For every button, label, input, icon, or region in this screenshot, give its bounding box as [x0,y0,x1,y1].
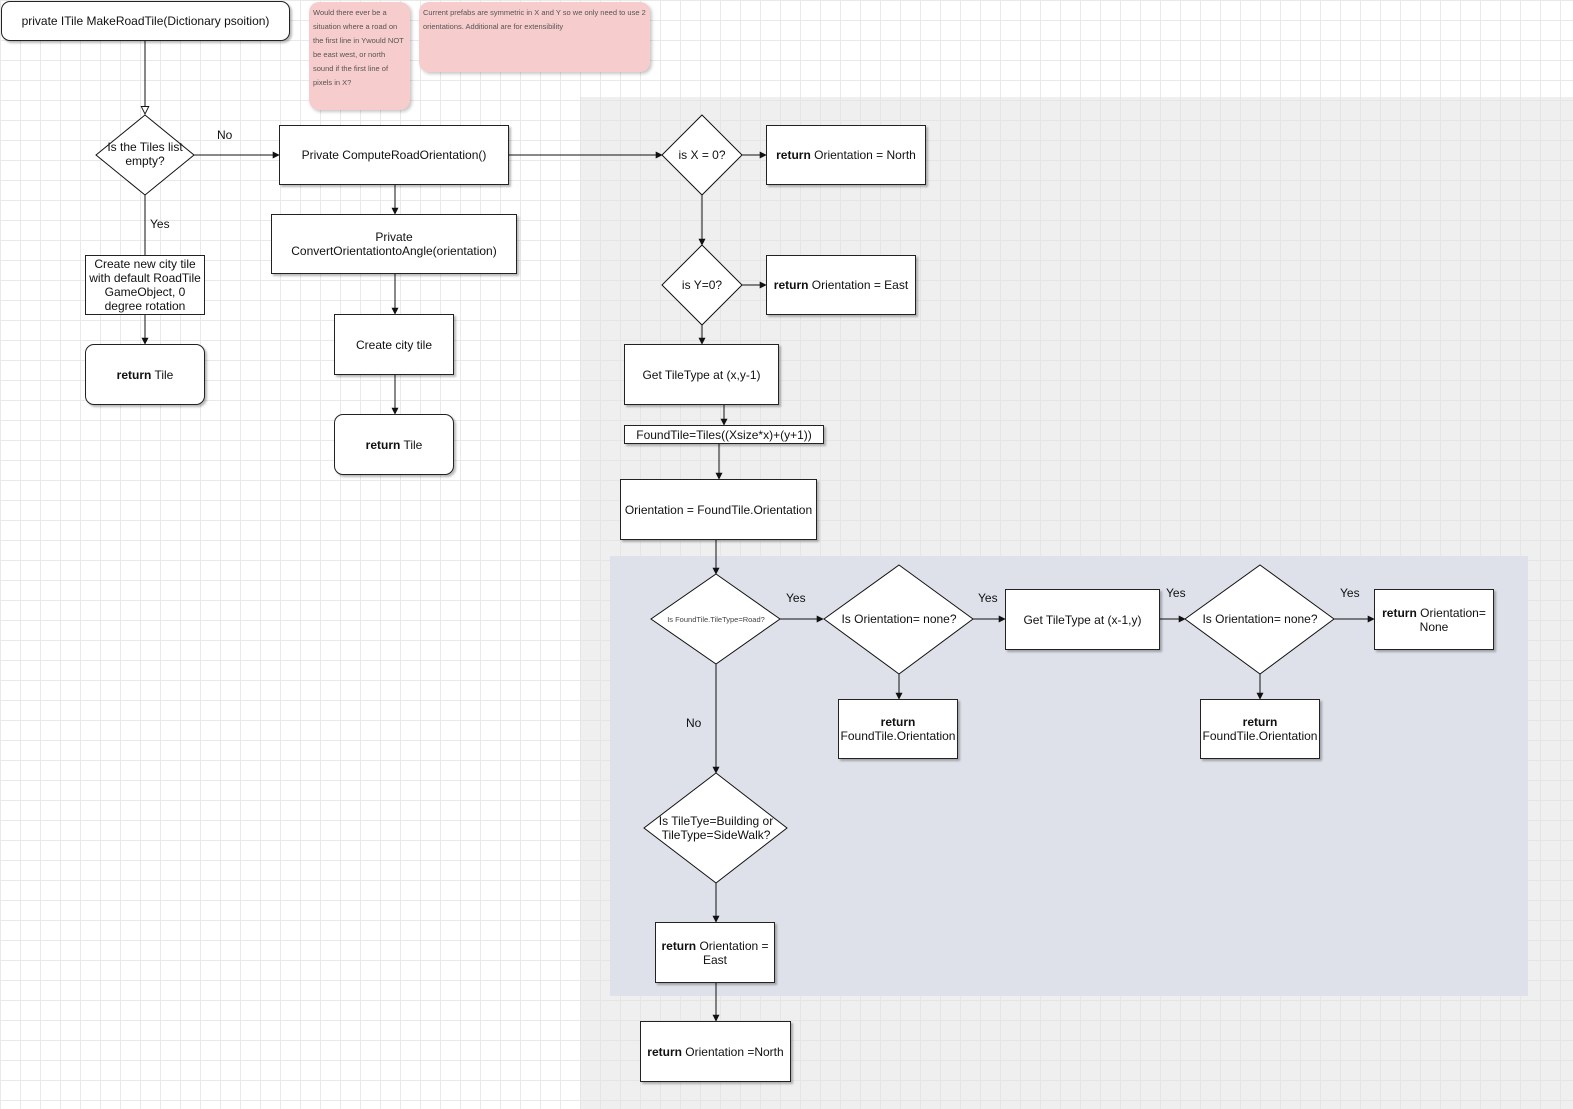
return-none-node[interactable]: return Orientation= None [1374,589,1494,650]
diamond-road [650,573,781,665]
diamond-none-1 [823,564,974,675]
return-tile-left-node[interactable]: return Tile [85,344,205,405]
convert-orientation-label: Private ConvertOrientationtoAngle(orient… [291,230,497,258]
return-north-text: Orientation = North [810,148,916,162]
return-keyword: return [116,367,152,382]
return-keyword: return [880,715,916,729]
return-tile-mid-node[interactable]: return Tile [334,414,454,475]
edge-label-yes-none1: Yes [978,591,998,605]
title-node-label: private ITile MakeRoadTile(Dictionary ps… [21,14,270,28]
edge-label-yes-get: Yes [1166,586,1186,600]
return-none-text: Orientation= None [1416,605,1486,634]
return-keyword: return [773,278,809,292]
return-found-2-node[interactable]: return FoundTile.Orientation [1200,699,1320,759]
found-tile-node[interactable]: FoundTile=Tiles((Xsize*x)+(y+1)) [624,425,824,444]
return-keyword: return [1242,715,1278,729]
return-found-2-text: FoundTile.Orientation [1202,729,1318,743]
decision-building-label: Is TileTye=Building or TileType=SideWalk… [658,814,774,842]
decision-none-1-label: Is Orientation= none? [841,612,957,626]
get-tiletype-x-label: Get TileType at (x-1,y) [1023,612,1142,627]
return-keyword: return [661,938,697,953]
edge-label-yes-none2: Yes [1340,586,1360,600]
create-default-tile-node[interactable]: Create new city tile with default RoadTi… [85,255,205,315]
return-keyword: return [647,1044,682,1059]
diamond-y0 [661,244,743,326]
orientation-found-label: Orientation = FoundTile.Orientation [624,502,813,517]
return-north-node[interactable]: return Orientation = North [766,125,926,185]
create-default-tile-label: Create new city tile with default RoadTi… [89,257,201,313]
decision-tiles-empty-label: Is the Tiles list empty? [107,140,183,168]
return-keyword: return [776,148,811,162]
return-keyword: return [1382,605,1417,620]
diamond-building [643,772,788,884]
return-east-top-text: Orientation = East [808,278,909,292]
decision-y0-label: is Y=0? [681,278,723,292]
get-tiletype-y-node[interactable]: Get TileType at (x,y-1) [624,344,779,405]
note-prefabs[interactable]: Current prefabs are symmetric in X and Y… [419,2,650,72]
return-east-bottom-text: Orientation = East [696,938,769,967]
convert-orientation-node[interactable]: Private ConvertOrientationtoAngle(orient… [271,214,517,274]
title-node[interactable]: private ITile MakeRoadTile(Dictionary ps… [1,1,290,41]
decision-none-2-label: Is Orientation= none? [1202,612,1318,626]
edge-label-yes-road: Yes [786,591,806,605]
edge-label-yes-left: Yes [150,217,170,231]
decision-road-label: Is FoundTile.TileType=Road? [667,615,765,624]
return-north-bottom-node[interactable]: return Orientation =North [640,1021,791,1082]
diamond-x0 [661,114,743,196]
return-found-1-node[interactable]: return FoundTile.Orientation [838,699,958,759]
create-city-tile-label: Create city tile [355,337,433,352]
found-tile-label: FoundTile=Tiles((Xsize*x)+(y+1)) [636,427,812,442]
create-city-tile-node[interactable]: Create city tile [334,314,454,375]
return-east-bottom-node[interactable]: return Orientation = East [655,922,775,983]
return-north-bottom-text: Orientation =North [681,1044,784,1059]
return-tile-mid-text: Tile [400,437,423,452]
get-tiletype-y-label: Get TileType at (x,y-1) [642,367,761,382]
compute-orientation-node[interactable]: Private ComputeRoadOrientation() [279,125,509,185]
diamond-none-2 [1184,564,1335,675]
orientation-found-node[interactable]: Orientation = FoundTile.Orientation [620,479,817,540]
compute-orientation-label: Private ComputeRoadOrientation() [301,148,487,162]
note-road-question-text: Would there ever be a situation where a … [313,8,404,87]
get-tiletype-x-node[interactable]: Get TileType at (x-1,y) [1005,589,1160,650]
note-road-question[interactable]: Would there ever be a situation where a … [309,2,410,110]
return-tile-left-text: Tile [151,367,174,382]
note-prefabs-text: Current prefabs are symmetric in X and Y… [423,8,646,31]
diamond-tiles-empty [95,114,195,196]
return-found-1-text: FoundTile.Orientation [840,729,956,743]
return-keyword: return [365,437,401,452]
return-east-top-node[interactable]: return Orientation = East [766,255,916,315]
decision-x0-label: is X = 0? [678,148,726,162]
edge-label-no-top: No [217,128,233,142]
edge-label-no-road: No [686,716,702,730]
